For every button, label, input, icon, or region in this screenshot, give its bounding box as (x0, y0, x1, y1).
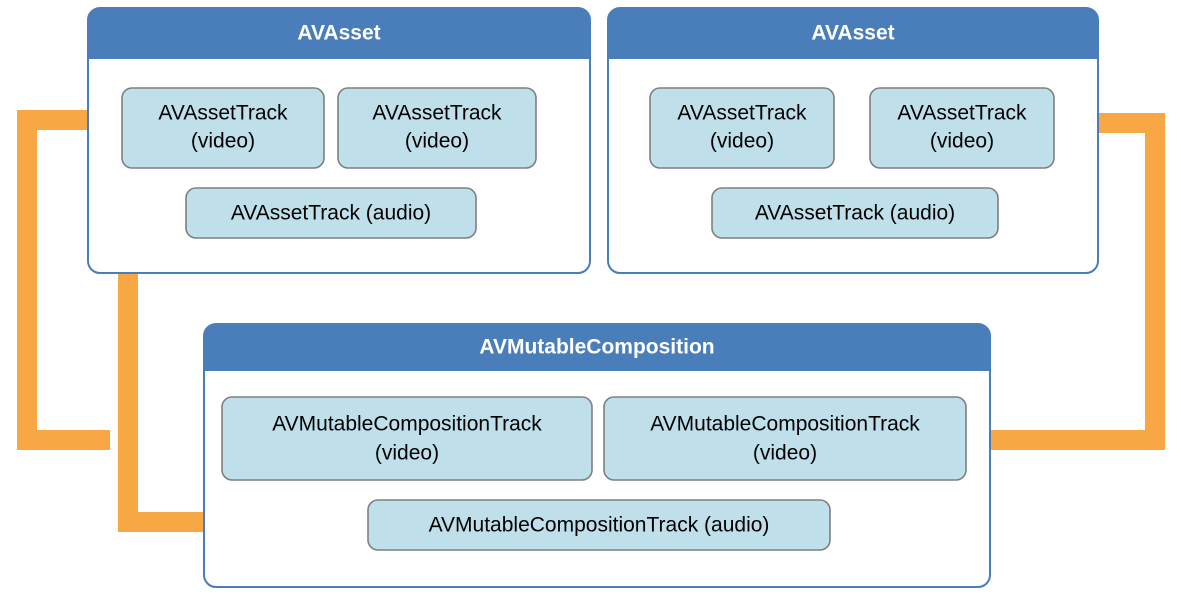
panel-composition: AVMutableComposition AVMutableCompositio… (203, 323, 991, 588)
track-composition-video-2-label-line2: (video) (753, 442, 817, 465)
track-asset-right-audio-label: AVAssetTrack (audio) (755, 202, 955, 225)
track-composition-video-2-box (603, 396, 967, 481)
track-asset-left-video-2-label-line1: AVAssetTrack (372, 102, 502, 125)
arrow-video-right-path (966, 99, 1165, 450)
track-asset-left-video-2-label-line2: (video) (405, 130, 469, 153)
track-asset-right-video-1: AVAssetTrack (video) (649, 87, 835, 169)
track-composition-video-1-box (221, 396, 593, 481)
panel-asset-right-header (608, 8, 1098, 59)
track-asset-left-video-1-label-line2: (video) (191, 130, 255, 153)
panel-asset-right-title: AVAsset (811, 22, 894, 45)
track-composition-video-2-label-line1: AVMutableCompositionTrack (650, 413, 920, 436)
track-asset-right-video-2-label-line2: (video) (930, 130, 994, 153)
track-asset-left-video-2-box (337, 87, 537, 169)
panel-asset-left-title: AVAsset (297, 22, 380, 45)
track-asset-left-video-1: AVAssetTrack (video) (121, 87, 325, 169)
track-asset-left-video-2: AVAssetTrack (video) (337, 87, 537, 169)
track-composition-video-1-label-line1: AVMutableCompositionTrack (272, 413, 542, 436)
track-asset-right-video-2-label-line1: AVAssetTrack (897, 102, 1027, 125)
track-composition-audio: AVMutableCompositionTrack (audio) (367, 499, 831, 551)
connector-video-right (966, 99, 1165, 450)
track-asset-right-video-1-label-line2: (video) (710, 130, 774, 153)
panel-asset-left: AVAsset AVAssetTrack (video) AVAssetTrac… (87, 7, 591, 274)
track-asset-right-video-2-box (869, 87, 1055, 169)
track-composition-audio-box (367, 499, 831, 551)
panel-asset-left-header (88, 8, 590, 59)
track-asset-left-video-1-label-line1: AVAssetTrack (158, 102, 288, 125)
panel-composition-title: AVMutableComposition (479, 336, 714, 359)
track-composition-audio-label: AVMutableCompositionTrack (audio) (429, 514, 770, 537)
track-asset-right-audio-box (711, 187, 999, 239)
track-composition-video-2: AVMutableCompositionTrack (video) (603, 396, 967, 481)
track-composition-video-1-label-line2: (video) (375, 442, 439, 465)
track-asset-left-audio-box (185, 187, 477, 239)
track-asset-right-video-1-label-line1: AVAssetTrack (677, 102, 807, 125)
track-asset-right-video-1-box (649, 87, 835, 169)
panel-composition-header (204, 324, 990, 371)
panel-asset-right: AVAsset AVAssetTrack (video) AVAssetTrac… (607, 7, 1099, 274)
track-composition-video-1: AVMutableCompositionTrack (video) (221, 396, 593, 481)
track-asset-right-audio: AVAssetTrack (audio) (711, 187, 999, 239)
track-asset-left-audio-label: AVAssetTrack (audio) (231, 202, 431, 225)
track-asset-right-video-2: AVAssetTrack (video) (869, 87, 1055, 169)
track-asset-left-video-1-box (121, 87, 325, 169)
track-asset-left-audio: AVAssetTrack (audio) (185, 187, 477, 239)
